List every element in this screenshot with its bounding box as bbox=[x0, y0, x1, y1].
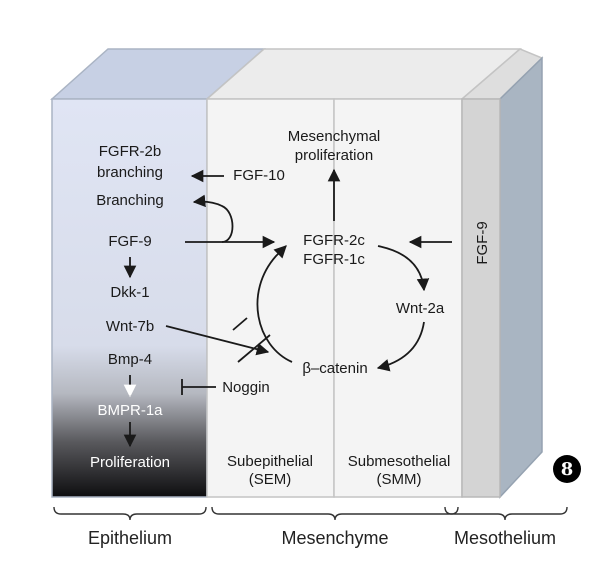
label-smm-abbr: (SMM) bbox=[377, 471, 422, 488]
label-fgfr2c: FGFR-2c bbox=[303, 232, 365, 249]
brace-mesenchyme bbox=[211, 506, 459, 521]
arrow-fgf9-loop-branching bbox=[185, 194, 234, 243]
label-dkk1: Dkk-1 bbox=[110, 284, 149, 301]
side-face bbox=[499, 56, 543, 499]
region-braces bbox=[53, 506, 568, 521]
figure-number-badge: 8 bbox=[553, 455, 581, 483]
arrow-beta-catenin-to-fgfr bbox=[256, 245, 293, 363]
inhibit-noggin-beta-catenin-bar bbox=[232, 317, 248, 331]
label-mesenchymal-proliferation: proliferation bbox=[295, 147, 373, 164]
label-smm: Submesothelial bbox=[348, 453, 451, 470]
region-mesenchyme: Mesenchyme bbox=[281, 528, 388, 548]
label-sem-abbr: (SEM) bbox=[249, 471, 292, 488]
label-sem: Subepithelial bbox=[227, 453, 313, 470]
label-bmp4: Bmp-4 bbox=[108, 351, 152, 368]
label-fgf9-mesothelium: FGF-9 bbox=[474, 221, 491, 264]
label-branching: Branching bbox=[96, 192, 164, 209]
label-proliferation: Proliferation bbox=[90, 454, 170, 471]
label-noggin: Noggin bbox=[222, 379, 270, 396]
arrow-wnt7b-to-beta-catenin bbox=[165, 325, 270, 356]
brace-mesothelium bbox=[444, 506, 568, 521]
figure-number-circle bbox=[553, 455, 581, 483]
pathway-arrows bbox=[123, 168, 452, 448]
region-mesothelium: Mesothelium bbox=[454, 528, 556, 548]
label-fgfr2b: FGFR-2b bbox=[99, 143, 162, 160]
smm-face bbox=[333, 98, 463, 498]
region-epithelium: Epithelium bbox=[88, 528, 172, 548]
block bbox=[50, 48, 544, 499]
brace-epithelium bbox=[53, 506, 207, 521]
label-fgf10: FGF-10 bbox=[233, 167, 285, 184]
label-fgfr1c: FGFR-1c bbox=[303, 251, 365, 268]
label-wnt7b: Wnt-7b bbox=[106, 318, 154, 335]
label-mesenchymal: Mesenchymal bbox=[288, 128, 381, 145]
arrow-wnt2a-to-beta-catenin bbox=[376, 321, 425, 372]
label-bmpr1a: BMPR-1a bbox=[97, 402, 163, 419]
sem-face bbox=[206, 98, 335, 498]
figure-number: 8 bbox=[561, 459, 574, 480]
mesothelium-face bbox=[461, 98, 501, 498]
label-fgf9-epithelium: FGF-9 bbox=[108, 233, 151, 250]
label-beta-catenin: β–catenin bbox=[302, 360, 367, 377]
label-wnt2a: Wnt-2a bbox=[396, 300, 445, 317]
label-fgfr2b-branching: branching bbox=[97, 164, 163, 181]
arrow-fgfr2c-to-wnt2a bbox=[377, 245, 430, 292]
inhibit-noggin-beta-catenin bbox=[237, 334, 271, 363]
